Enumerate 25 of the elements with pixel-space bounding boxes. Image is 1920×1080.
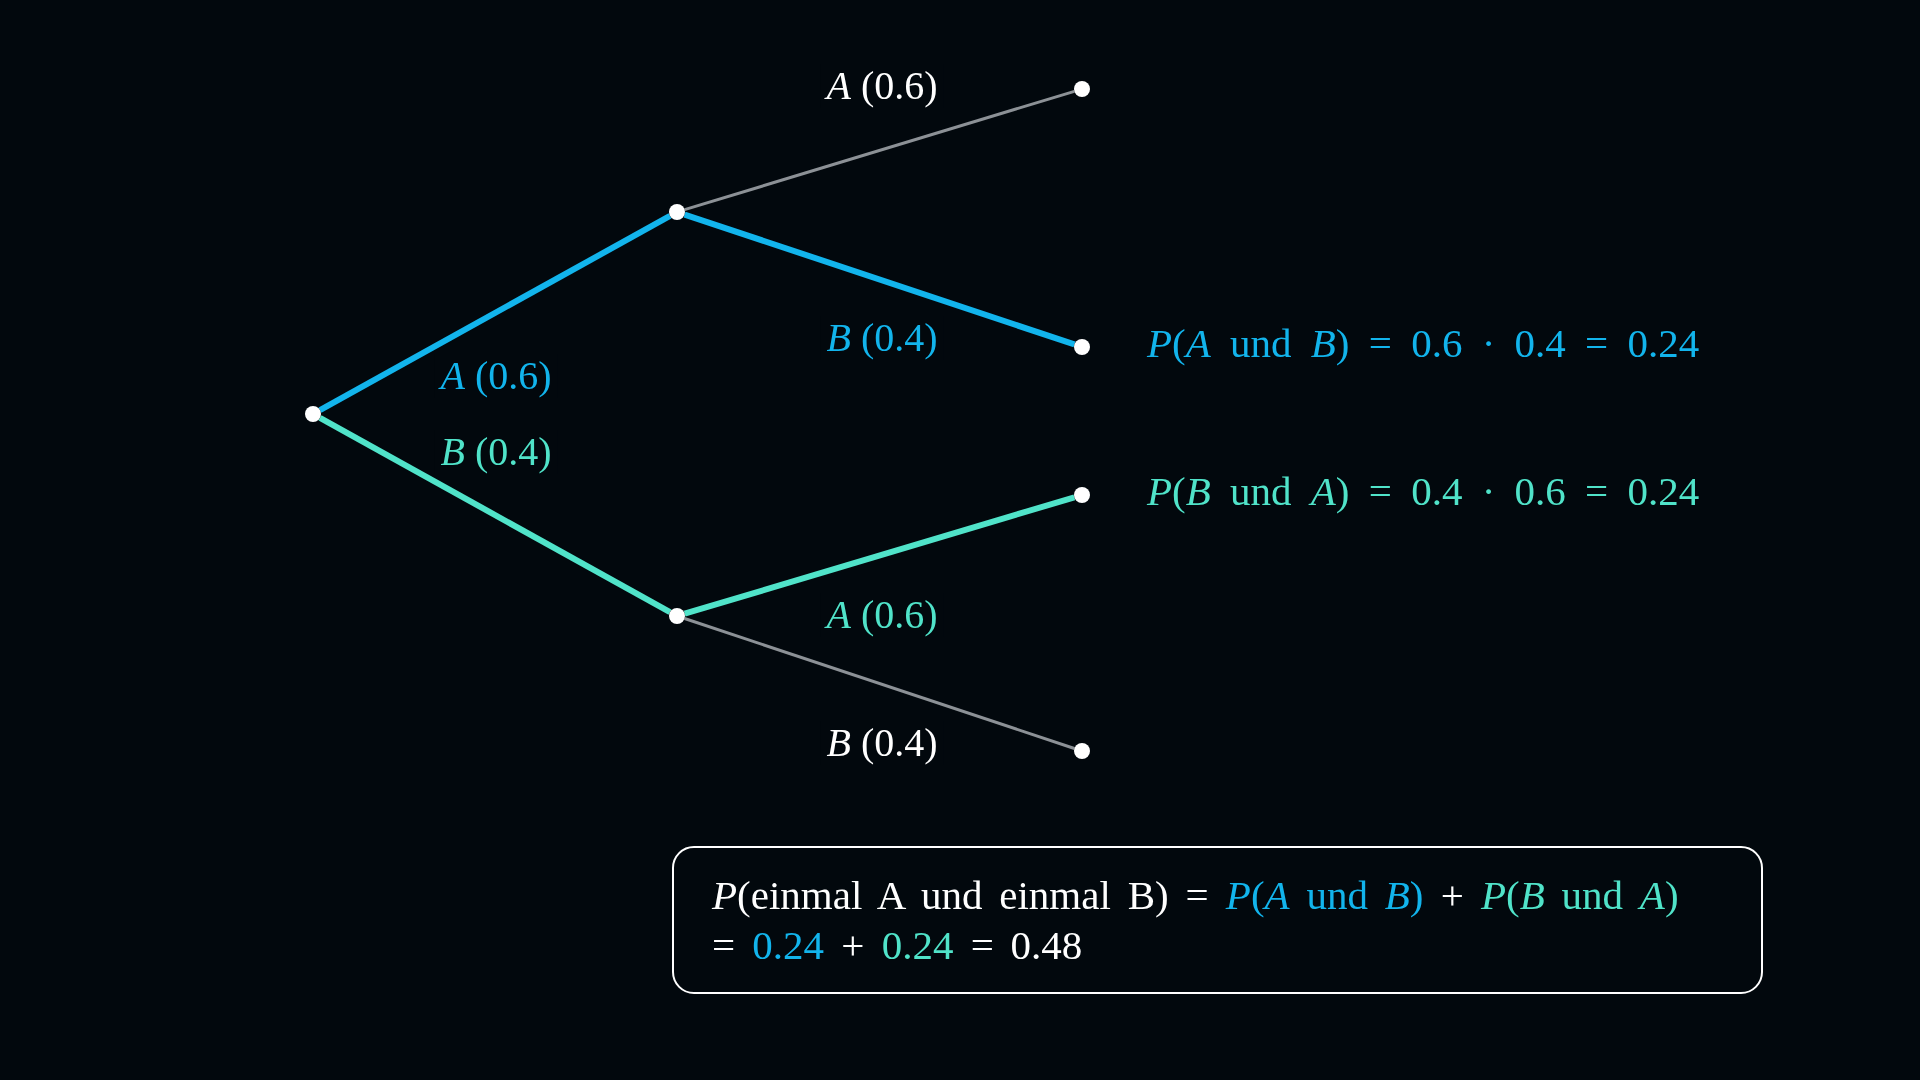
formula-text: P(einmal A und einmal B) =: [712, 871, 1209, 920]
formula-text: 0.24: [881, 921, 954, 970]
node-dot: [1074, 487, 1090, 503]
tree-branch: [684, 617, 1075, 750]
node-dot: [1074, 81, 1090, 97]
node-dot: [669, 608, 685, 624]
node-dot: [305, 406, 321, 422]
tree-branch: [318, 415, 672, 615]
tree-branch: [683, 211, 1076, 348]
node-dot: [669, 204, 685, 220]
probability-formula: P(A und B) = 0.6 · 0.4 = 0.24: [1147, 321, 1700, 367]
formula-text: P(A und B): [1225, 871, 1424, 920]
node-dot: [1074, 339, 1090, 355]
formula-text: =: [712, 921, 736, 970]
formula-text: +: [841, 921, 865, 970]
result-box: [672, 846, 1763, 994]
tree-branch: [684, 89, 1075, 212]
tree-branch: [318, 213, 672, 413]
formula-text: P(B und A): [1480, 871, 1679, 920]
formula-text: = 0.48: [970, 921, 1083, 970]
node-dot: [1074, 743, 1090, 759]
tree-branch: [683, 494, 1076, 617]
probability-formula: P(B und A) = 0.4 · 0.6 = 0.24: [1147, 469, 1700, 515]
formula-text: +: [1440, 871, 1464, 920]
formula-text: 0.24: [752, 921, 825, 970]
